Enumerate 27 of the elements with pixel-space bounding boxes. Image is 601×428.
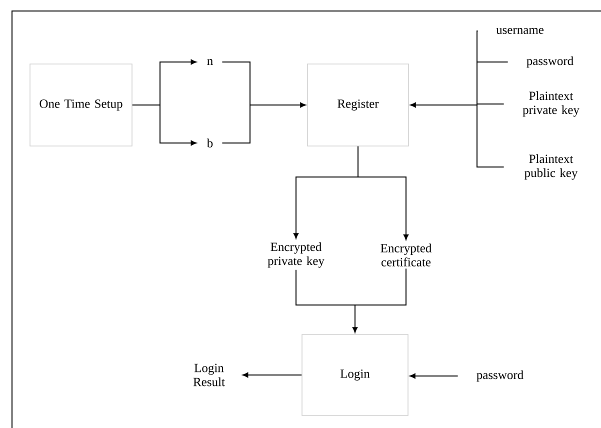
text-label: Plaintext public key [524,154,578,180]
connector-line [296,269,356,306]
process-box: Register [307,64,409,146]
arrow [242,372,302,378]
arrow [410,373,458,379]
connector-line [222,104,250,144]
arrow [410,102,478,108]
text-label: Encrypted private key [268,242,324,268]
arrow [250,102,306,108]
text-label: b [206,138,213,148]
arrow [358,146,409,240]
text-label: n [207,59,213,65]
text-label: Plaintext private key [522,91,580,117]
text-label: Encrypted certificate [380,244,432,266]
connector-line [354,268,406,306]
connector-line [222,62,250,106]
arrow [132,104,196,146]
arrow [352,304,358,333]
text-label: Login Result [193,364,225,386]
connector-line [476,62,508,106]
text-label: password [526,56,574,68]
text-label: password [476,370,524,382]
connector-line [476,104,504,168]
process-box: Login [302,334,408,416]
text-label: username [496,28,544,34]
process-box: One Time Setup [30,64,132,146]
connector-line [476,104,504,106]
